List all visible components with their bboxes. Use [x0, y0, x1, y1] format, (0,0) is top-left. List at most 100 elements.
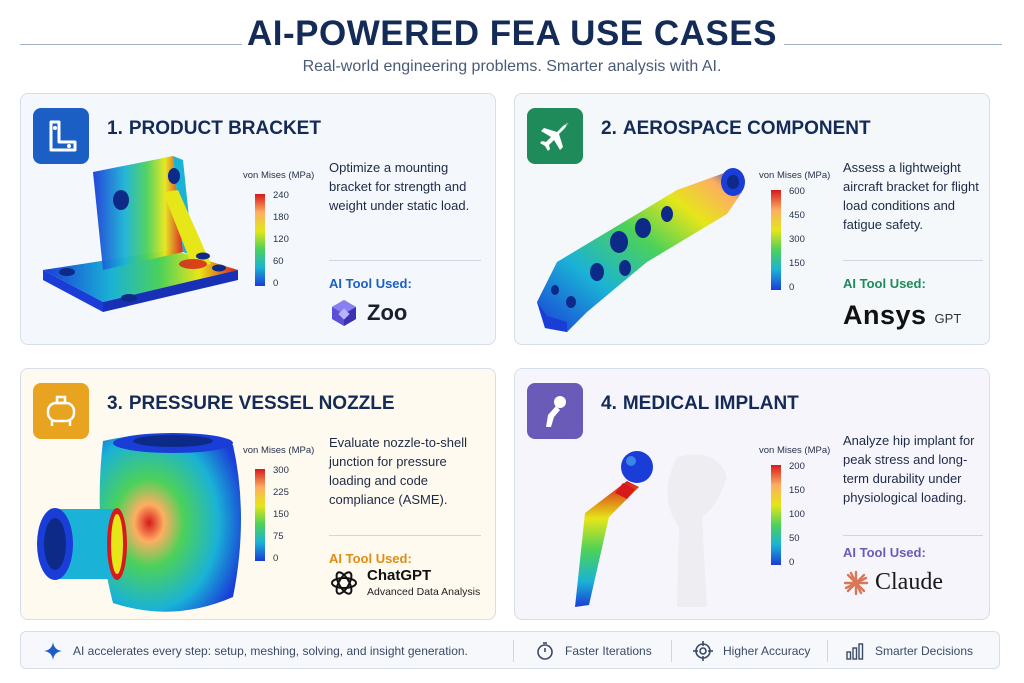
card-pressure-vessel-nozzle: 3.PRESSURE VESSEL NOZZLE von Mises (MPa)… — [20, 368, 496, 620]
card-divider — [329, 535, 481, 536]
tool-name: Ansys — [843, 300, 927, 330]
card-description: Assess a lightweight aircraft bracket fo… — [843, 160, 979, 232]
footer-divider — [513, 640, 514, 662]
card-description: Optimize a mounting bracket for strength… — [329, 160, 470, 213]
pressure-vessel-icon — [33, 383, 89, 439]
stress-legend: von Mises (MPa) 600 450 300 150 0 — [759, 170, 859, 310]
card-description: Evaluate nozzle-to-shell junction for pr… — [329, 435, 468, 507]
legend-tick: 240 — [273, 190, 289, 201]
stress-legend: von Mises (MPa) 240 180 120 60 0 — [243, 170, 343, 310]
bracket-fea-render — [43, 156, 238, 312]
card-number: 1. — [107, 118, 123, 139]
legend-colorbar — [255, 469, 265, 561]
tool-text: ChatGPT Advanced Data Analysis — [367, 567, 480, 598]
legend-tick: 225 — [273, 487, 289, 498]
card-title-text: MEDICAL IMPLANT — [622, 393, 799, 414]
card-divider — [329, 260, 481, 261]
claude-starburst-icon — [843, 570, 869, 595]
tool-logo-claude: Claude — [843, 569, 943, 596]
hip-implant-fea-render — [575, 451, 727, 607]
tool-subname: GPT — [934, 311, 962, 326]
footer-main: AI accelerates every step: setup, meshin… — [43, 632, 468, 670]
legend-tick: 150 — [789, 485, 805, 496]
tool-logo-chatgpt: ChatGPT Advanced Data Analysis — [329, 567, 480, 598]
footer-item-label: Faster Iterations — [565, 644, 652, 658]
page-title: AI-POWERED FEA USE CASES — [247, 14, 777, 53]
legend-tick: 120 — [273, 234, 289, 245]
footer-bar: AI accelerates every step: setup, meshin… — [20, 631, 1000, 669]
legend-tick: 0 — [273, 278, 279, 289]
legend-colorbar — [771, 465, 781, 565]
legend-tick: 600 — [789, 186, 805, 197]
legend-tick: 100 — [789, 509, 805, 520]
openai-icon — [331, 570, 357, 595]
footer-item-faster-iterations: Faster Iterations — [535, 632, 652, 670]
footer-main-text: AI accelerates every step: setup, meshin… — [73, 644, 468, 658]
card-product-bracket: 1.PRODUCT BRACKET von Mises (MPa) 240 18… — [20, 93, 496, 345]
legend-tick: 0 — [789, 557, 795, 568]
tool-name: Zoo — [367, 300, 408, 325]
card-title-text: PRESSURE VESSEL NOZZLE — [128, 393, 395, 414]
card-number: 2. — [601, 118, 617, 139]
card-aerospace-component: 2.AEROSPACE COMPONENT von Mises (MPa) 60… — [514, 93, 990, 345]
card-number: 3. — [107, 393, 123, 414]
card-title-text: PRODUCT BRACKET — [128, 118, 321, 139]
legend-title: von Mises (MPa) — [759, 170, 831, 181]
header: AI-POWERED FEA USE CASES Real-world engi… — [0, 0, 1024, 90]
tool-name: Claude — [875, 569, 943, 595]
legend-tick: 75 — [273, 531, 284, 542]
footer-divider — [827, 640, 828, 662]
target-icon — [693, 641, 713, 661]
stress-legend: von Mises (MPa) 300 225 150 75 0 — [243, 445, 343, 585]
footer-item-label: Higher Accuracy — [723, 644, 811, 658]
legend-tick: 0 — [273, 553, 279, 564]
legend-tick: 50 — [789, 533, 800, 544]
stress-legend: von Mises (MPa) 200 150 100 50 0 — [759, 445, 859, 585]
aircraft-bracket-fea-render — [537, 168, 745, 332]
tool-label: AI Tool Used: — [843, 545, 926, 560]
legend-tick: 300 — [789, 234, 805, 245]
title-rule-right — [784, 44, 1002, 45]
legend-tick: 150 — [789, 258, 805, 269]
tool-label: AI Tool Used: — [329, 551, 412, 566]
title-rule-left — [20, 44, 242, 45]
airplane-icon — [527, 108, 583, 164]
hip-implant-icon — [527, 383, 583, 439]
footer-item-smarter-decisions: Smarter Decisions — [845, 632, 973, 670]
legend-tick: 0 — [789, 282, 795, 293]
card-title-text: AEROSPACE COMPONENT — [622, 118, 871, 139]
card-title: 3.PRESSURE VESSEL NOZZLE — [107, 393, 395, 415]
legend-tick: 180 — [273, 212, 289, 223]
tool-label: AI Tool Used: — [843, 276, 926, 291]
tool-label: AI Tool Used: — [329, 276, 412, 291]
bar-chart-icon — [845, 641, 865, 661]
sparkle-icon — [43, 641, 63, 661]
zoo-cube-icon — [332, 300, 356, 326]
card-medical-implant: 4.MEDICAL IMPLANT von Mises (MPa) 200 15… — [514, 368, 990, 620]
legend-tick: 450 — [789, 210, 805, 221]
legend-title: von Mises (MPa) — [759, 445, 831, 456]
nozzle-fea-render — [37, 433, 242, 612]
legend-tick: 300 — [273, 465, 289, 476]
card-divider — [843, 535, 983, 536]
card-divider — [843, 260, 983, 261]
legend-tick: 200 — [789, 461, 805, 472]
legend-colorbar — [771, 190, 781, 290]
tool-logo-zoo: Zoo — [329, 298, 407, 328]
legend-colorbar — [255, 194, 265, 286]
card-title: 4.MEDICAL IMPLANT — [601, 393, 799, 415]
card-description: Analyze hip implant for peak stress and … — [843, 433, 975, 505]
footer-divider — [671, 640, 672, 662]
footer-item-label: Smarter Decisions — [875, 644, 974, 658]
tool-name: ChatGPT — [367, 567, 432, 584]
tool-subname: Advanced Data Analysis — [367, 586, 481, 598]
card-number: 4. — [601, 393, 617, 414]
card-title: 2.AEROSPACE COMPONENT — [601, 118, 871, 140]
stopwatch-icon — [535, 641, 555, 661]
page-subtitle: Real-world engineering problems. Smarter… — [302, 58, 722, 75]
footer-item-higher-accuracy: Higher Accuracy — [693, 632, 810, 670]
legend-title: von Mises (MPa) — [243, 170, 315, 181]
legend-title: von Mises (MPa) — [243, 445, 315, 456]
card-title: 1.PRODUCT BRACKET — [107, 118, 321, 140]
tool-logo-ansys: Ansys GPT — [843, 300, 961, 331]
